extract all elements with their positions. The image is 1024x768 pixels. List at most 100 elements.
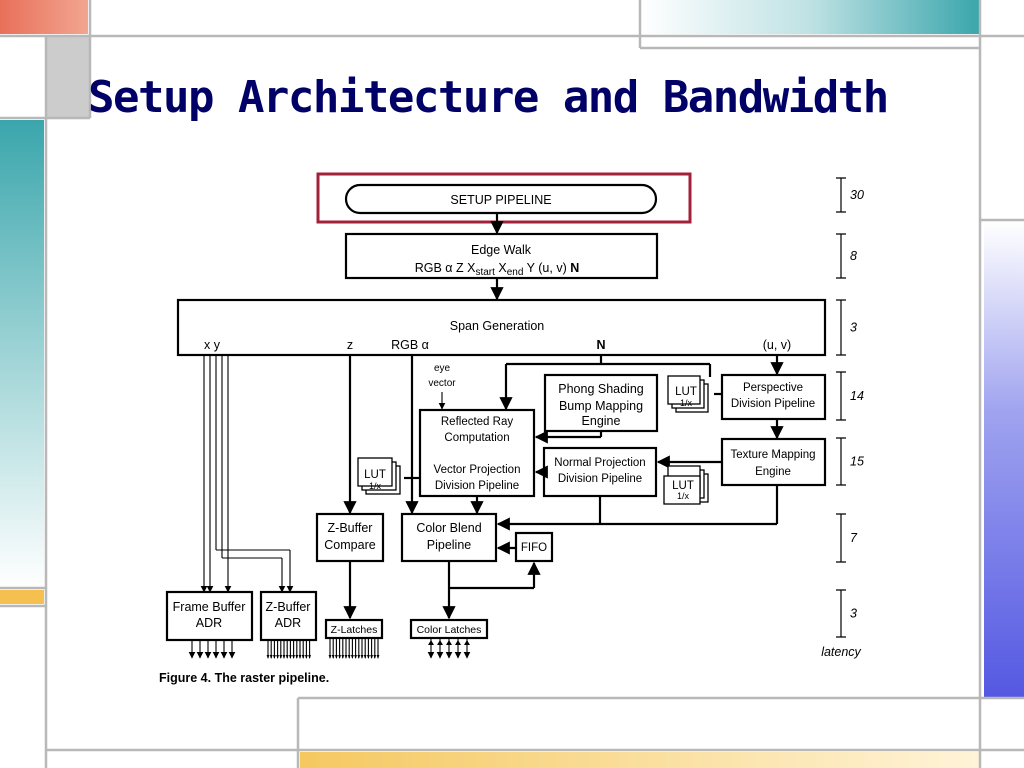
latency-value: 14	[850, 389, 864, 403]
z-latches-label: Z-Latches	[331, 624, 378, 636]
grey-block	[46, 36, 90, 118]
span-out-xy: x y	[204, 338, 221, 352]
latency-bracket	[836, 513, 846, 563]
span-out-rgb: RGB α	[391, 338, 429, 352]
slide-title: Setup Architecture and Bandwidth	[88, 72, 889, 123]
color-blend-box	[400, 512, 498, 563]
zbuffer-compare-l2: Compare	[324, 538, 375, 552]
setup-pipeline-box	[344, 183, 658, 215]
lut-left-box	[357, 457, 393, 487]
frame-buffer-l2: ADR	[196, 616, 222, 630]
output-up-arrowhead	[446, 640, 452, 645]
latency-value: 3	[850, 321, 857, 335]
latency-bracket	[836, 371, 846, 421]
reflected-ray-l3: Vector Projection	[434, 464, 521, 476]
lut-left-sub: 1/x	[369, 481, 382, 491]
zbuffer-adr-l1: Z-Buffer	[266, 600, 311, 614]
perspective-box	[720, 373, 827, 421]
output-arrowhead	[266, 655, 270, 659]
zbuffer-adr-l2: ADR	[275, 616, 301, 630]
output-arrowhead	[357, 655, 361, 659]
latency-bracket	[836, 437, 846, 486]
output-arrowhead	[295, 655, 299, 659]
lut-mid-label: LUT	[672, 480, 694, 492]
reflected-ray-l2: Computation	[444, 432, 509, 444]
setup-pipeline-label: SETUP PIPELINE	[450, 193, 551, 207]
fifo-label: FIFO	[521, 542, 547, 554]
output-arrowhead	[367, 655, 370, 659]
output-arrowhead	[344, 655, 348, 659]
gold-bottom-block	[300, 752, 980, 768]
latency-value: 30	[850, 188, 864, 202]
output-arrowhead	[341, 655, 345, 659]
color-blend-l2: Pipeline	[427, 538, 472, 552]
output-arrowhead	[373, 655, 377, 659]
lut-mid-sub: 1/x	[677, 491, 690, 501]
output-arrowhead	[331, 655, 335, 659]
output-up-arrowhead	[464, 640, 470, 645]
blue-right-block	[984, 222, 1024, 698]
setup-highlight-frame	[316, 172, 692, 224]
z-latches-box	[324, 618, 384, 640]
reflected-ray-l1: Reflected Ray	[441, 416, 513, 428]
output-arrowhead	[360, 655, 364, 659]
normal-l2: Division Pipeline	[558, 473, 642, 485]
output-arrowhead	[363, 655, 367, 659]
output-up-arrowhead	[437, 640, 443, 645]
span-generation-label: Span Generation	[450, 319, 545, 333]
output-arrowhead	[347, 655, 351, 659]
eye-vector-line2: vector	[428, 378, 456, 389]
color-blend-l1: Color Blend	[416, 521, 481, 535]
latency-value: 3	[850, 607, 857, 621]
output-arrowhead	[282, 655, 286, 659]
output-arrowhead	[308, 655, 311, 659]
normal-l1: Normal Projection	[554, 457, 645, 469]
output-arrowhead	[279, 655, 283, 659]
span-out-n: N	[596, 338, 605, 352]
output-up-arrowhead	[428, 640, 434, 645]
span-out-uv: (u, v)	[763, 338, 791, 352]
xy-wires	[200, 355, 294, 593]
output-arrowhead	[370, 655, 373, 659]
reflected-ray-l4: Division Pipeline	[435, 480, 519, 492]
phong-l1: Phong Shading	[558, 382, 644, 396]
latency-value: 7	[850, 531, 858, 545]
latency-bracket	[836, 177, 846, 213]
orange-block	[0, 0, 88, 34]
color-latches-label: Color Latches	[417, 624, 482, 636]
normal-projection-box	[542, 446, 658, 498]
fifo-box	[514, 531, 554, 563]
latency-value: 15	[850, 455, 864, 469]
output-arrowhead	[292, 655, 295, 659]
lut-top-label: LUT	[675, 386, 697, 398]
output-arrowhead	[351, 655, 354, 659]
reflected-ray-box	[418, 408, 536, 498]
output-up-arrowhead	[455, 640, 461, 645]
output-arrowhead	[376, 655, 380, 659]
output-arrowhead	[335, 655, 338, 659]
texture-mapping-box	[720, 437, 827, 487]
latency-bracket	[836, 233, 846, 279]
perspective-l2: Division Pipeline	[731, 398, 815, 410]
latency-bracket	[836, 589, 846, 638]
span-generation-box	[176, 298, 827, 357]
output-arrowhead	[285, 655, 289, 659]
texture-l2: Engine	[755, 466, 791, 478]
gold-left-block	[0, 590, 44, 604]
output-arrowhead	[273, 655, 276, 659]
edge-walk-title: Edge Walk	[471, 243, 532, 257]
output-arrowhead	[338, 655, 341, 659]
teal-top-block	[640, 0, 980, 34]
output-arrowhead	[305, 655, 308, 659]
texture-l1: Texture Mapping	[730, 449, 815, 461]
output-arrowhead	[298, 655, 302, 659]
phong-l2: Bump Mapping	[559, 399, 643, 413]
output-arrowhead	[289, 655, 292, 659]
output-arrowhead	[276, 655, 279, 659]
latency-bracket	[836, 299, 846, 356]
edge-walk-signals: RGB α Z Xstart Xend Y (u, v) N	[415, 261, 579, 278]
